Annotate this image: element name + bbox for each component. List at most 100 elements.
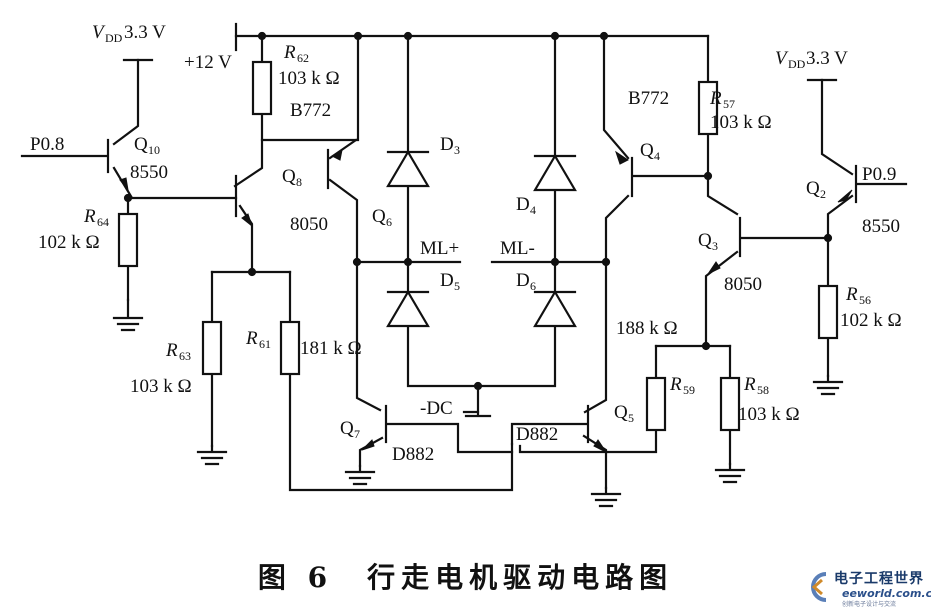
d3-sub: 3 — [454, 143, 460, 157]
r57-body — [697, 80, 719, 136]
vdd-right-sub: DD — [788, 57, 806, 71]
r56-value: 102 k Ω — [840, 310, 902, 331]
q7-type: D882 — [392, 444, 434, 465]
q5-type: D882 — [516, 424, 558, 445]
r63-sub: 63 — [179, 349, 191, 363]
r58-label: R — [743, 374, 756, 395]
r62-sub: 62 — [297, 51, 309, 65]
r62-value: 103 k Ω — [278, 68, 340, 89]
r59-value: 188 k Ω — [616, 318, 678, 339]
ground-r56 — [812, 374, 844, 396]
watermark-url: eeworld.com.cn — [842, 587, 931, 600]
dc-minus-label: -DC — [420, 398, 453, 419]
vdd-right-value: 3.3 V — [806, 48, 848, 69]
r63-label: R — [165, 340, 178, 361]
watermark-title: 电子工程世界 — [834, 571, 924, 587]
r56-sub: 56 — [859, 293, 871, 307]
d4-sub: 4 — [530, 203, 536, 217]
q8-sub: 8 — [296, 175, 302, 189]
watermark-slogan: 创新电子设计与交流 — [842, 601, 897, 608]
d5-sub: 5 — [454, 279, 460, 293]
watermark: 电子工程世界 eeworld.com.cn 创新电子设计与交流 — [806, 566, 931, 610]
q8-label: Q — [282, 166, 296, 187]
r63-body — [201, 320, 223, 376]
ground-r58 — [714, 462, 746, 484]
r59-body — [645, 376, 667, 432]
r56-label: R — [845, 284, 858, 305]
r57-sub: 57 — [723, 97, 735, 111]
r57-value: 103 k Ω — [710, 112, 772, 133]
r58-sub: 58 — [757, 383, 769, 397]
r63-value: 103 k Ω — [130, 376, 192, 397]
d3-diode — [386, 149, 430, 188]
d4-diode — [533, 153, 577, 192]
q2-type: 8550 — [862, 216, 900, 237]
ground-q5 — [590, 486, 622, 508]
q4-label: Q — [640, 140, 654, 161]
ground-r63 — [196, 444, 228, 466]
r59-label: R — [669, 374, 682, 395]
eeworld-logo-icon — [811, 572, 827, 602]
q6-label: Q — [372, 206, 386, 227]
p08-label: P0.8 — [30, 134, 64, 155]
r56-body — [817, 284, 839, 340]
d3-label: D — [440, 134, 454, 155]
ml-minus-label: ML- — [500, 238, 535, 259]
labels: V DD 3.3 V V DD 3.3 V +12 V P0.8 P0.9 Q … — [30, 22, 902, 465]
diodes — [386, 149, 577, 328]
r58-value: 103 k Ω — [738, 404, 800, 425]
q8-type: 8050 — [290, 214, 328, 235]
r61-sub: 61 — [259, 337, 271, 351]
supply-label: +12 V — [184, 52, 232, 73]
r61-value: 181 k Ω — [300, 338, 362, 359]
r64-sub: 64 — [97, 215, 109, 229]
q10-label: Q — [134, 134, 148, 155]
r61-body — [279, 320, 301, 376]
q3-sub: 3 — [712, 239, 718, 253]
vdd-left-sub: DD — [105, 31, 123, 45]
r57-label: R — [709, 88, 722, 109]
ground-r64 — [112, 298, 144, 332]
vdd-right-label: V — [775, 48, 789, 69]
vdd-left-value: 3.3 V — [124, 22, 166, 43]
q6-type: B772 — [290, 100, 331, 121]
r59-sub: 59 — [683, 383, 695, 397]
vdd-left-label: V — [92, 22, 106, 43]
r62-label: R — [283, 42, 296, 63]
ml-plus-label: ML+ — [420, 238, 459, 259]
q7-sub: 7 — [354, 427, 360, 441]
r64-body — [117, 212, 139, 268]
d5-label: D — [440, 270, 454, 291]
q2-label: Q — [806, 178, 820, 199]
junction-dots — [123, 31, 833, 391]
q3-label: Q — [698, 230, 712, 251]
resistors — [117, 60, 839, 432]
q4-type: B772 — [628, 88, 669, 109]
r64-label: R — [83, 206, 96, 227]
q7-label: Q — [340, 418, 354, 439]
r62-body — [251, 60, 273, 116]
q6-sub: 6 — [386, 215, 392, 229]
ground-symbols — [112, 298, 844, 508]
ground-dc — [464, 410, 492, 418]
r64-value: 102 k Ω — [38, 232, 100, 253]
d4-label: D — [516, 194, 530, 215]
r58-body — [719, 376, 741, 432]
q5-label: Q — [614, 402, 628, 423]
d6-sub: 6 — [530, 279, 536, 293]
ground-q7 — [344, 464, 376, 486]
d6-label: D — [516, 270, 530, 291]
r61-label: R — [245, 328, 258, 349]
p09-label: P0.9 — [862, 164, 896, 185]
figure-caption: 图 6 行走电机驱动电路图 — [257, 561, 674, 594]
q5-sub: 5 — [628, 411, 634, 425]
q4-sub: 4 — [654, 149, 660, 163]
q2-sub: 2 — [820, 187, 826, 201]
q3-type: 8050 — [724, 274, 762, 295]
q10-sub: 10 — [148, 143, 160, 157]
d6-diode — [533, 289, 577, 328]
transistors — [106, 138, 858, 454]
d5-diode — [386, 289, 430, 328]
q10-type: 8550 — [130, 162, 168, 183]
